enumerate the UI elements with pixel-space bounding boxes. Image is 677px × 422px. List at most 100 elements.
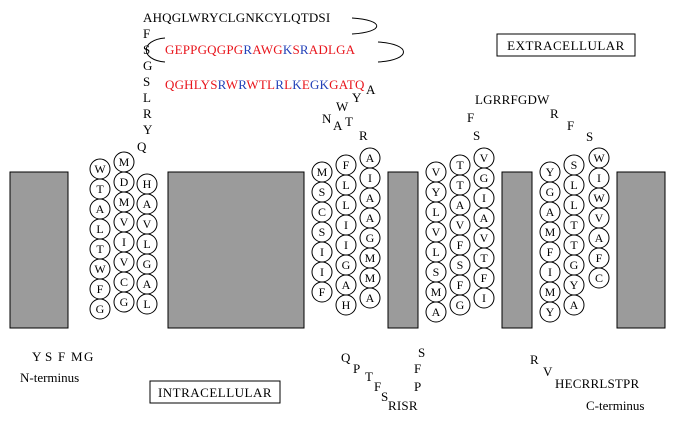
membrane-block	[501, 171, 533, 329]
residue-letter: L	[570, 198, 577, 212]
residue-letter: V	[456, 218, 465, 232]
residue-letter: M	[317, 165, 328, 179]
highlight-residue-span: GATQ	[329, 77, 365, 92]
intra2-residue: F	[374, 379, 381, 394]
tm2-residue: S	[311, 181, 333, 203]
tm3-residue: A	[449, 194, 471, 216]
residue-letter: F	[343, 158, 350, 172]
residue-letter: A	[432, 305, 441, 319]
intra2-residue: P	[353, 361, 360, 376]
tm3-residue: T	[473, 247, 495, 269]
intra2-residue: Q	[341, 350, 351, 365]
tm4-residue: G	[563, 254, 585, 276]
membrane-block	[9, 171, 69, 329]
intracellular-label: INTRACELLULAR	[158, 385, 272, 400]
tm1-residue: G	[113, 291, 135, 313]
residue-letter: T	[570, 218, 578, 232]
residue-letter: F	[457, 238, 464, 252]
highlight-residue-span: WTL	[246, 77, 275, 92]
membrane-block	[387, 171, 419, 329]
residue-letter: F	[457, 278, 464, 292]
residue-letter: M	[119, 195, 130, 209]
residue-letter: I	[548, 265, 552, 279]
basic-residue-span: R	[275, 77, 284, 92]
residue-letter: S	[319, 185, 326, 199]
tm4-residue: T	[563, 214, 585, 236]
tm1-residue: I	[113, 231, 135, 253]
residue-letter: S	[433, 265, 440, 279]
loop2-residue: A	[333, 118, 343, 133]
residue-letter: M	[431, 285, 442, 299]
residue-letter: A	[143, 197, 152, 211]
basic-residue-span: R	[238, 77, 247, 92]
loop2-residue: R	[359, 128, 368, 143]
residue-letter: Y	[546, 305, 555, 319]
c-terminus-label: C-terminus	[586, 398, 645, 413]
residue-letter: D	[120, 175, 129, 189]
loop3-sequence: LGRRFGDW	[475, 92, 550, 107]
intra2-residue: S	[381, 389, 388, 404]
tm1-residue: W	[89, 158, 111, 180]
n-tail-residue: F	[58, 349, 65, 364]
intra2-residue: S	[418, 345, 425, 360]
highlight-residue-span: L	[284, 77, 292, 92]
basic-residue-span: GK	[310, 77, 330, 92]
tm1-residue: G	[89, 298, 111, 320]
residue-letter: M	[545, 285, 556, 299]
residue-letter: H	[342, 298, 351, 312]
tm2-residue: G	[359, 227, 381, 249]
loop2-residue: W	[336, 99, 349, 114]
residue-letter: W	[94, 162, 106, 176]
n-terminus-label: N-terminus	[20, 370, 79, 385]
loop3-residue: S	[586, 129, 593, 144]
tm4-residue: V	[588, 207, 610, 229]
c-tail-sequence: HECRRLSTPR	[555, 376, 639, 391]
loop2-residue: T	[345, 114, 353, 129]
tm1-residue: T	[89, 238, 111, 260]
residue-letter: L	[96, 222, 103, 236]
extracellular-label: EXTRACELLULAR	[507, 38, 625, 53]
residue-letter: A	[595, 231, 604, 245]
tm3-residue: Y	[425, 181, 447, 203]
tm2-residue: I	[335, 234, 357, 256]
n-tail-residue: G	[84, 349, 94, 364]
tm2-residue: S	[311, 221, 333, 243]
tm3-residue: A	[473, 207, 495, 229]
tm3-residue: S	[425, 261, 447, 283]
intra3-residue: R	[530, 352, 539, 367]
residue-letter: C	[595, 271, 603, 285]
tm1-residue: T	[89, 178, 111, 200]
residue-letter: A	[570, 298, 579, 312]
residue-letter: S	[319, 225, 326, 239]
tm2-residue: A	[359, 207, 381, 229]
residue-letter: H	[143, 177, 152, 191]
residue-letter: S	[457, 258, 464, 272]
residue-letter: L	[570, 178, 577, 192]
tm3-residue: F	[449, 234, 471, 256]
residue-letter: G	[570, 258, 579, 272]
tm4-residue: A	[539, 201, 561, 223]
n-tail-residue: S	[45, 349, 52, 364]
n-tail-residue: M	[71, 349, 83, 364]
residue-letter: G	[480, 171, 489, 185]
membrane-block	[616, 171, 666, 329]
residue-letter: G	[366, 231, 375, 245]
residue-letter: C	[120, 275, 128, 289]
tm2-residue: H	[335, 294, 357, 316]
tm3-residue: V	[425, 161, 447, 183]
residue-letter: Y	[570, 278, 579, 292]
intra2-residue: F	[414, 361, 421, 376]
residue-letter: T	[96, 242, 104, 256]
tm2-residue: M	[359, 247, 381, 269]
tm2-residue: A	[359, 147, 381, 169]
tm3-residue: L	[425, 201, 447, 223]
tm4-residue: I	[588, 167, 610, 189]
highlight-residue-span: AWG	[252, 42, 283, 57]
residue-letter: A	[342, 278, 351, 292]
tm1-residue: H	[136, 173, 158, 195]
residue-letter: C	[318, 205, 326, 219]
highlight-residue-span: S	[292, 42, 299, 57]
tm2-residue: A	[335, 274, 357, 296]
residue-letter: A	[366, 151, 375, 165]
tm1-residue: V	[113, 211, 135, 233]
